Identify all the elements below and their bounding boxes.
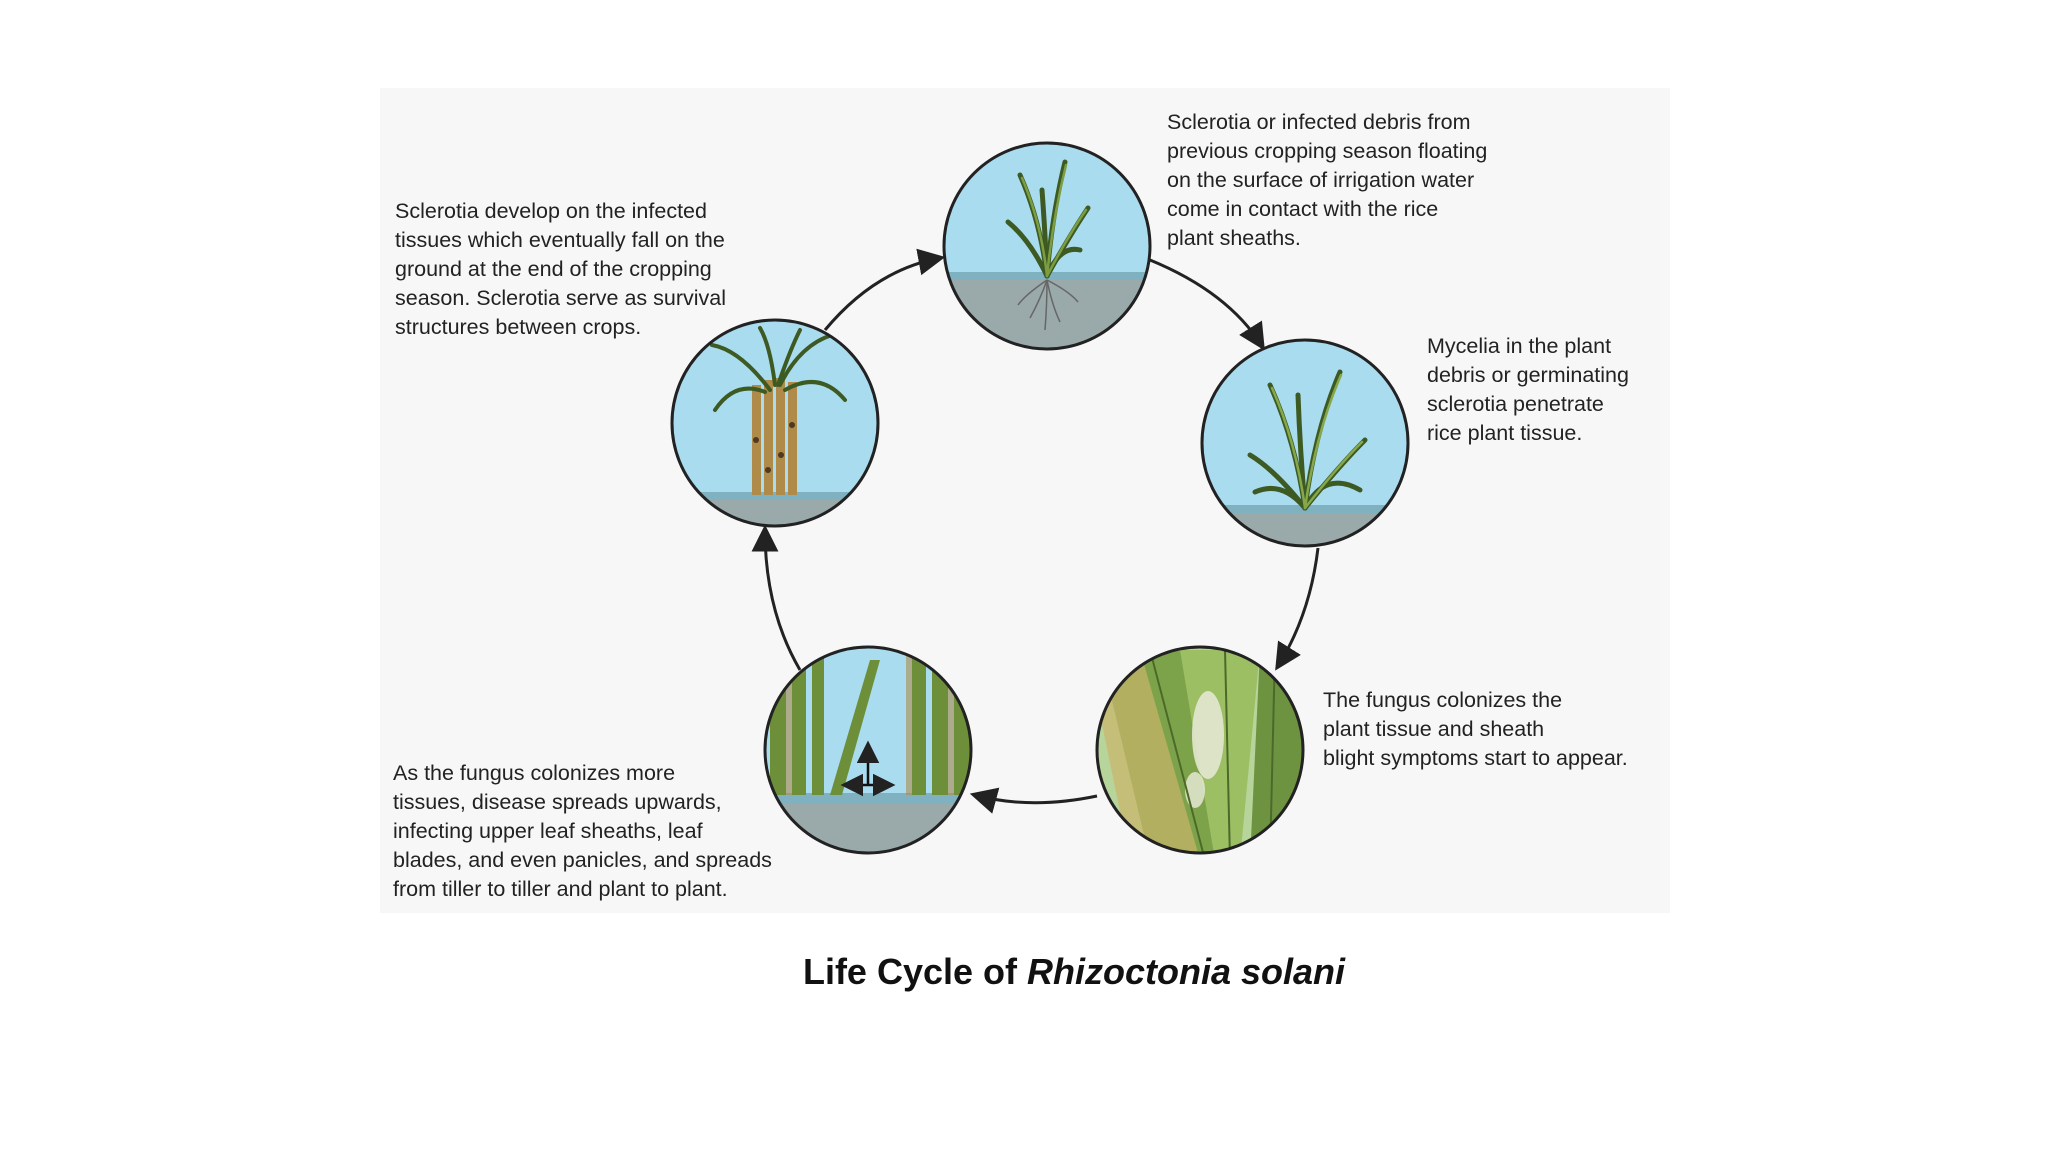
cycle-arrows bbox=[751, 248, 1320, 814]
stage-1-description: Sclerotia or infected debris from previo… bbox=[1167, 110, 1488, 250]
caption-species: Rhizoctonia solani bbox=[1027, 951, 1346, 992]
arrow-stage4-to-stage5 bbox=[751, 524, 802, 671]
stage-3-description: The fungus colonizes the plant tissue an… bbox=[1323, 688, 1628, 770]
stage-2-description: Mycelia in the plant debris or germinati… bbox=[1427, 334, 1629, 445]
stage-5-description: Sclerotia develop on the infected tissue… bbox=[395, 199, 727, 339]
arrow-stage1-to-stage2 bbox=[1149, 258, 1265, 351]
stage-1-illustration bbox=[942, 141, 1152, 351]
figure-caption: Life Cycle of Rhizoctonia solani bbox=[0, 951, 2048, 993]
stage-2-illustration bbox=[1200, 338, 1410, 548]
arrow-stage5-to-stage1 bbox=[823, 248, 946, 331]
stage-4-description: As the fungus colonizes more tissues, di… bbox=[393, 761, 772, 901]
arrow-stage2-to-stage3 bbox=[1275, 547, 1320, 671]
caption-prefix: Life Cycle of bbox=[802, 951, 1028, 992]
stage-3-illustration bbox=[1095, 645, 1305, 855]
arrow-stage3-to-stage4 bbox=[969, 787, 1098, 814]
stage-5-illustration bbox=[670, 318, 880, 528]
